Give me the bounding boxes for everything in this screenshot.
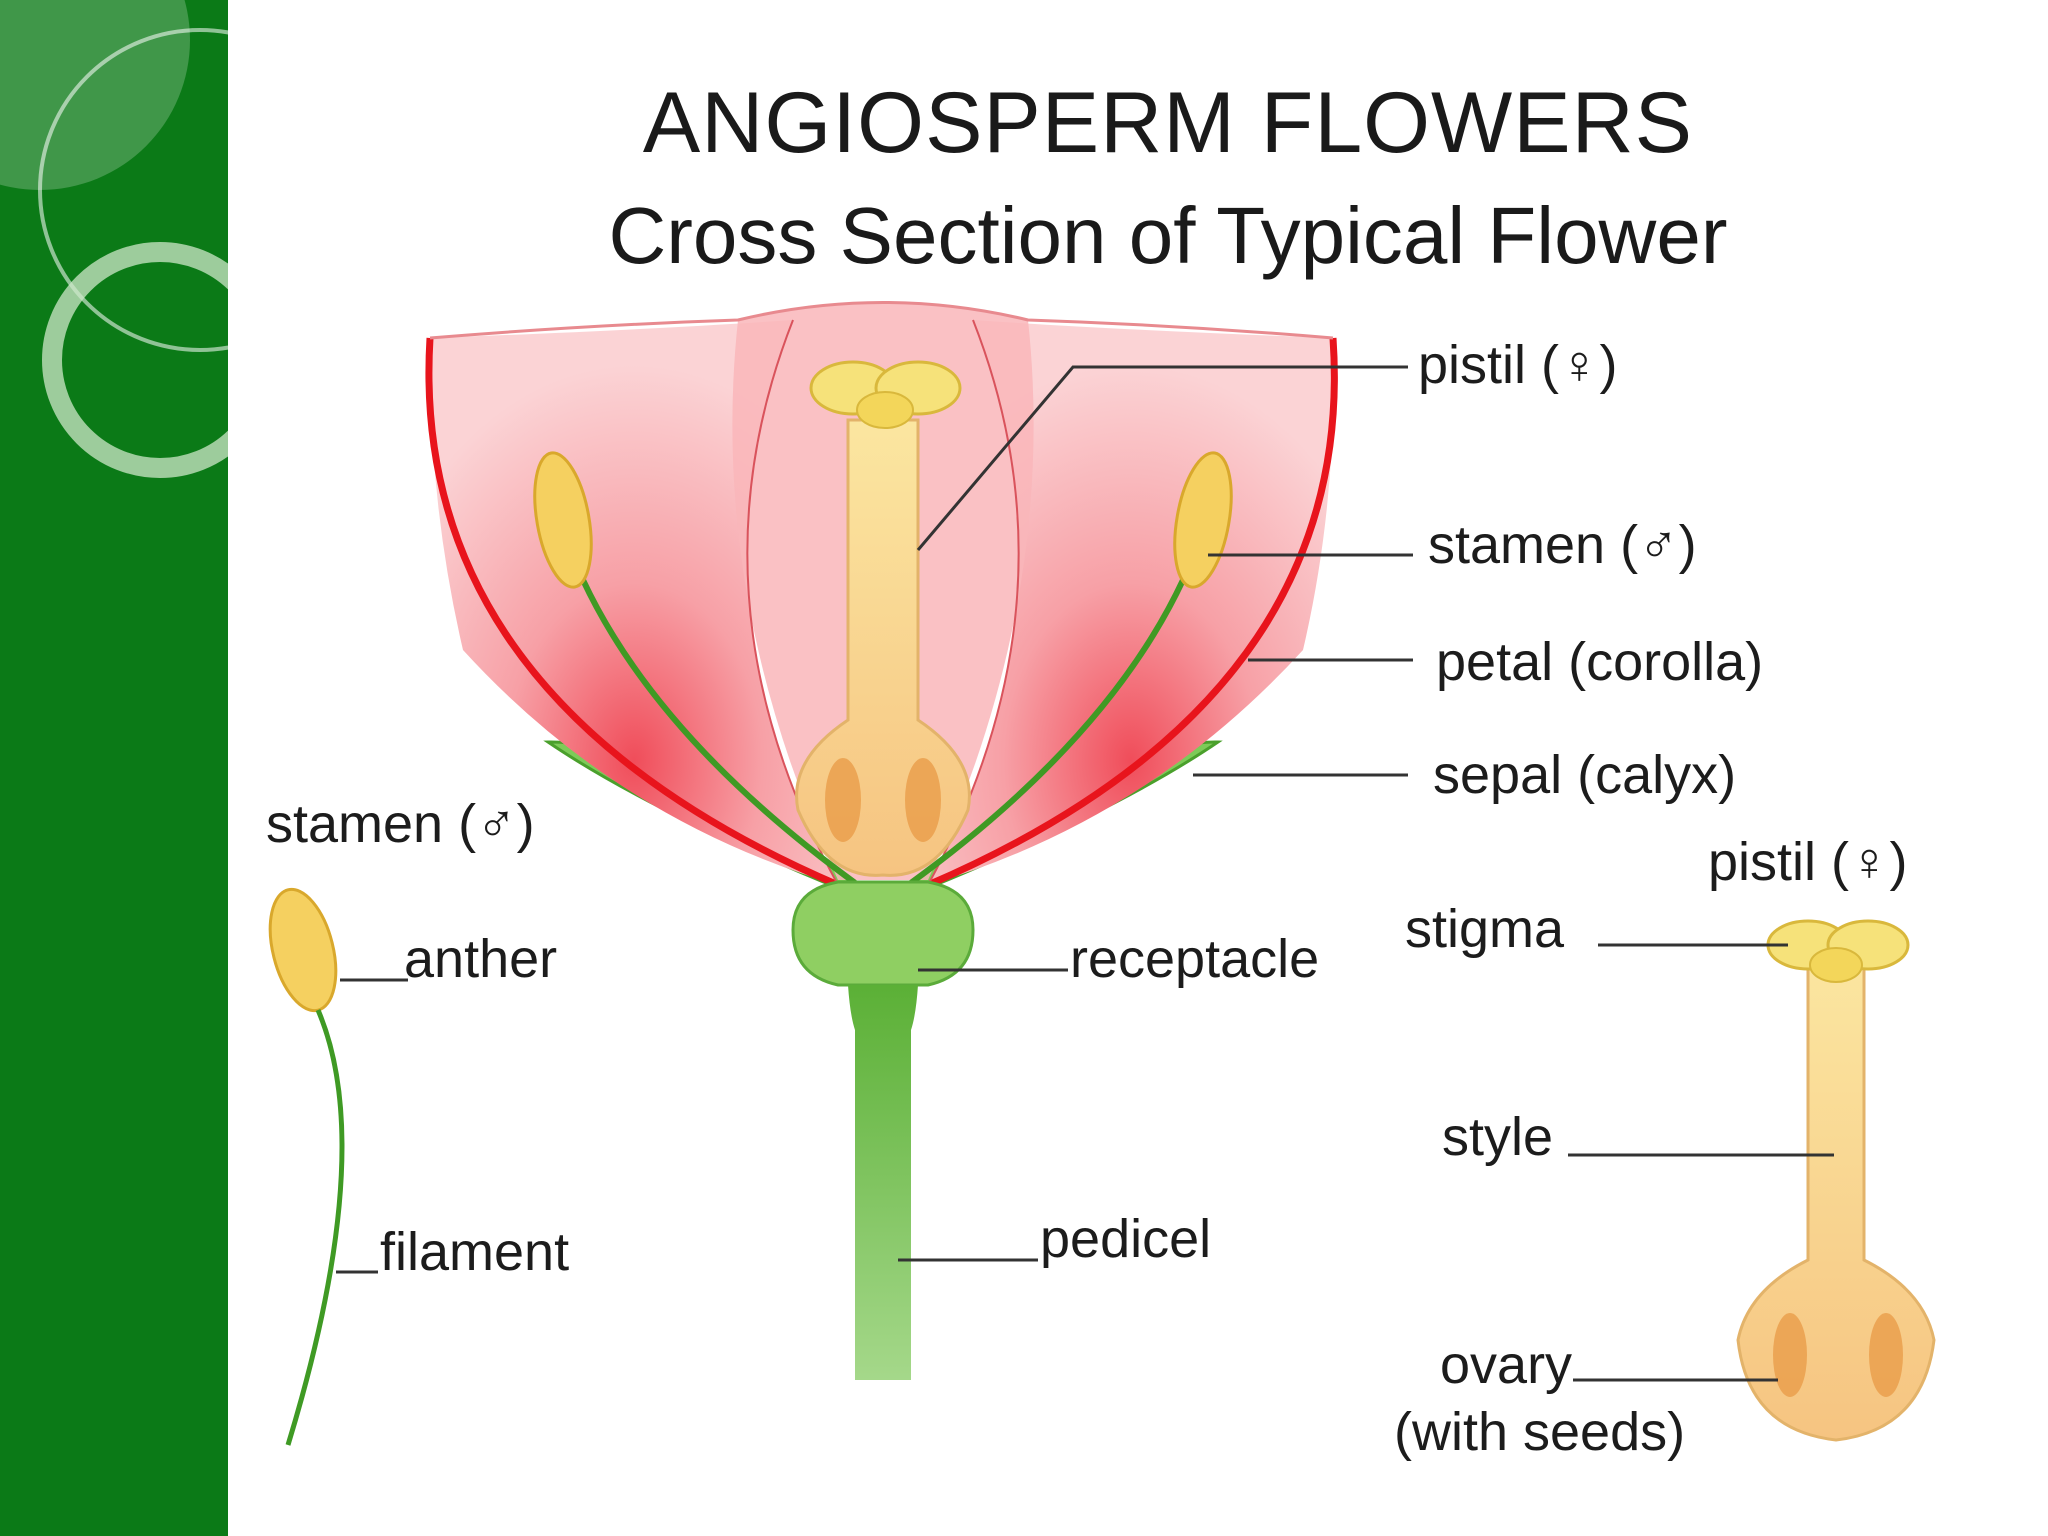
label-stamen-detail: stamen (♂) (266, 794, 535, 854)
label-pistil-detail: pistil (♀) (1708, 832, 1908, 892)
anther-left (533, 451, 593, 589)
leader-lines (336, 365, 1834, 1382)
ovule-cluster-left (825, 758, 861, 842)
detail-stigma-center (1809, 947, 1863, 983)
petal-outline-right (926, 337, 1338, 889)
label-receptacle: receptacle (1070, 929, 1320, 989)
label-anther: anther (404, 929, 558, 989)
stigma-center (856, 391, 914, 429)
pistil-leader (916, 365, 1408, 551)
petal-outline-left (425, 337, 840, 889)
receptacle-shape (791, 880, 975, 987)
label-filament: filament (380, 1222, 570, 1282)
label-ovary: ovary (1440, 1335, 1573, 1395)
detail-anther (268, 887, 338, 1013)
sidebar-panel (0, 0, 228, 1536)
petal-top-edge (429, 301, 1334, 340)
page-subtitle: Cross Section of Typical Flower (608, 191, 1728, 280)
detail-pistil (1736, 919, 1936, 1442)
receptacle-and-pedicel (791, 880, 975, 1380)
detail-ovules-right (1869, 1313, 1903, 1397)
label-style: style (1442, 1107, 1554, 1167)
detail-pistil-body (1736, 958, 1936, 1442)
outline-circle-decoration (38, 28, 228, 352)
label-stamen: stamen (♂) (1428, 515, 1697, 575)
label-ovary-note: (with seeds) (1394, 1402, 1686, 1462)
slide-content: ANGIOSPERM FLOWERS Cross Section of Typi… (228, 0, 2048, 1536)
detail-ovules-left (1773, 1313, 1807, 1397)
decorative-circles (0, 0, 228, 478)
label-pedicel: pedicel (1040, 1209, 1212, 1269)
ovule-cluster-right (905, 758, 941, 842)
label-stigma: stigma (1405, 899, 1565, 959)
label-pistil: pistil (♀) (1418, 335, 1618, 395)
main-pistil (795, 360, 971, 877)
label-sepal: sepal (calyx) (1433, 745, 1737, 805)
pedicel-shape (848, 985, 918, 1380)
detail-stamen (268, 887, 345, 1446)
large-circle-decoration (0, 0, 190, 190)
filament-right (906, 578, 1186, 888)
filament-left (580, 578, 860, 888)
page-title: ANGIOSPERM FLOWERS (642, 75, 1694, 171)
detail-filament (285, 1009, 345, 1446)
ring-decoration (42, 242, 228, 478)
flower-diagram (268, 301, 1936, 1446)
label-petal: petal (corolla) (1436, 632, 1764, 692)
